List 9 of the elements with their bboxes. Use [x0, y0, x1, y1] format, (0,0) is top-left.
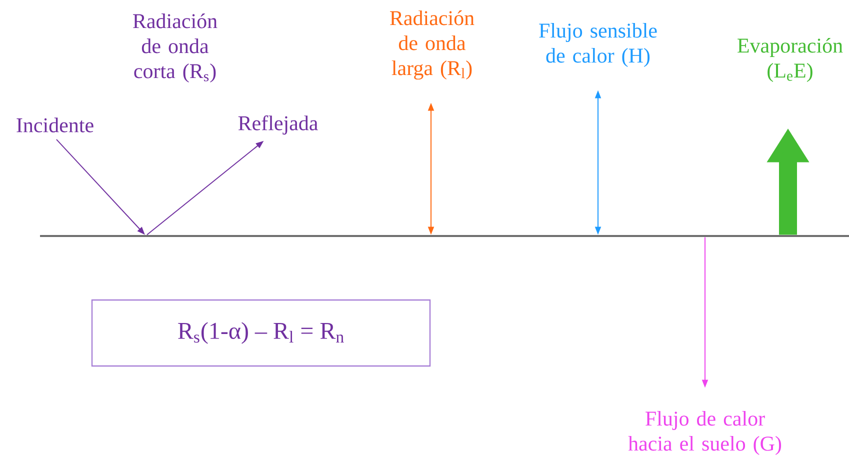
text-label: Incidente [16, 118, 94, 132]
text-label: Reflejada [238, 115, 318, 135]
text-label: Evaporación (L$_{e}$E) [738, 38, 843, 82]
text-label: Flujo de calor hacia el suelo (G) [628, 410, 782, 455]
text-label: Flujo sensible de calor (H) [539, 22, 657, 68]
formula-box: R$_{s}$(1-α) – R$_{l}$ = R$_{n}$ [91, 299, 431, 367]
ground-line [40, 235, 849, 237]
heading-label: Radiación de onda corta (R$_{s}$) [133, 13, 218, 83]
text-label: Radiación de onda larga (R$_{l}$) [390, 10, 474, 80]
